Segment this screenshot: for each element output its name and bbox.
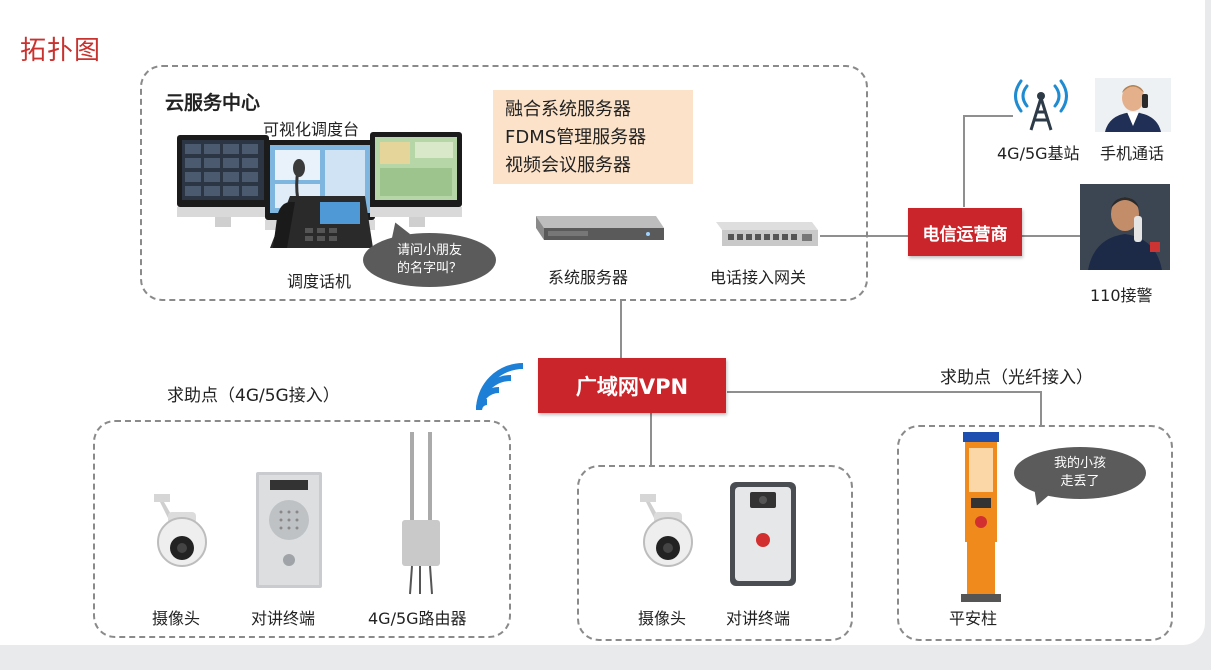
router-image (402, 432, 440, 595)
safety-pillar-image (961, 432, 1001, 602)
help-middle-intercom-label: 对讲终端 (726, 609, 791, 628)
wifi-icon (476, 363, 524, 411)
link-gateway-operator (820, 235, 910, 237)
wan-vpn-box: 广域网VPN (538, 358, 726, 413)
help-middle-box (577, 465, 853, 641)
fiber-bubble-line-1: 我的小孩 (1053, 456, 1106, 471)
base-station-icon (1014, 79, 1068, 131)
gateway-label: 电话接入网关 (710, 268, 807, 287)
help-fiber-heading: 求助点（光纤接入） (940, 368, 1093, 388)
link-operator-base-station-v (963, 115, 965, 207)
server-list-item: FDMS管理服务器 (505, 127, 647, 148)
server-list-item: 融合系统服务器 (505, 99, 631, 120)
link-wan-fiber-h (727, 391, 1042, 393)
system-server-image (536, 216, 664, 240)
link-cloud-wan (620, 300, 622, 358)
base-station-label: 4G/5G基站 (997, 144, 1080, 163)
police-label: 110接警 (1090, 286, 1153, 305)
help-4g-intercom-label: 对讲终端 (251, 609, 316, 628)
link-wan-fiber-v (1040, 391, 1042, 426)
cloud-bubble-line-2: 的名字叫？ (396, 261, 462, 276)
dispatch-phone-image (270, 196, 373, 248)
help-fiber-box (897, 425, 1173, 641)
help-4g-box (93, 420, 511, 638)
camera-image (154, 494, 207, 567)
dispatch-phone-label: 调度话机 (287, 272, 352, 291)
link-operator-police (1022, 235, 1082, 237)
telecom-operator-box: 电信运营商 (908, 208, 1022, 256)
safety-pillar-label: 平安柱 (949, 609, 998, 628)
link-operator-base-station-h (963, 115, 1013, 117)
server-list-panel: 融合系统服务器 FDMS管理服务器 视频会议服务器 (493, 90, 693, 184)
server-list-item: 视频会议服务器 (505, 155, 631, 176)
monitor-left (177, 135, 269, 227)
gateway-image (716, 222, 818, 246)
system-server-label: 系统服务器 (548, 268, 629, 287)
fiber-speech-bubble: 我的小孩 走丢了 (1014, 447, 1146, 499)
help-4g-router-label: 4G/5G路由器 (368, 609, 467, 628)
mobile-call-label: 手机通话 (1100, 144, 1165, 163)
page-title: 拓扑图 (20, 36, 102, 66)
fiber-bubble-line-2: 走丢了 (1060, 474, 1100, 489)
mobile-call-photo (1095, 78, 1171, 132)
camera-image (640, 494, 693, 567)
monitor-right (370, 132, 462, 227)
intercom-terminal-image (256, 472, 322, 588)
console-label: 可视化调度台 (263, 120, 360, 139)
cloud-speech-bubble: 请问小朋友 的名字叫？ (363, 233, 496, 287)
police-photo (1080, 184, 1170, 270)
link-wan-middle (650, 413, 652, 465)
cloud-bubble-line-1: 请问小朋友 (396, 243, 462, 258)
help-4g-heading: 求助点（4G/5G接入） (167, 386, 340, 406)
help-4g-camera-label: 摄像头 (152, 609, 201, 628)
cloud-heading: 云服务中心 (165, 92, 261, 114)
intercom-terminal-image (730, 482, 796, 586)
cloud-service-center-box (140, 65, 868, 301)
help-middle-camera-label: 摄像头 (638, 609, 687, 628)
